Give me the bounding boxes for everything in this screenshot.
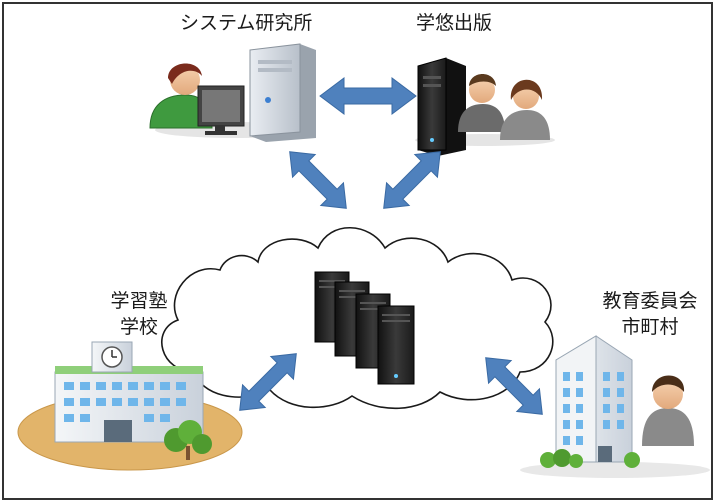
central-server-rack	[314, 271, 415, 385]
publisher-office	[415, 57, 555, 156]
person-icon	[149, 63, 213, 129]
double-arrow-icon	[289, 151, 347, 209]
board-label-line: 市町村	[621, 316, 679, 338]
person-icon	[642, 375, 694, 446]
school-building	[17, 341, 243, 471]
monitor-icon	[197, 85, 245, 135]
arrows	[239, 77, 543, 415]
school-label: 学習塾 学校	[94, 288, 184, 340]
hedge-icon	[540, 449, 640, 468]
board-office	[520, 335, 710, 478]
school-label-line: 学習塾	[110, 290, 168, 312]
person-icon	[458, 74, 505, 132]
board-label: 教育委員会 市町村	[588, 288, 712, 340]
person-icon	[500, 79, 550, 140]
double-arrow-icon	[485, 357, 543, 415]
double-arrow-icon	[239, 353, 297, 411]
system-lab-workstation	[149, 43, 316, 142]
black-server-icon	[417, 57, 466, 156]
tower-server-icon	[249, 43, 316, 142]
system-lab-label: システム研究所	[180, 12, 313, 34]
tree-icon	[164, 420, 212, 460]
double-arrow-icon	[383, 151, 441, 209]
board-label-line: 教育委員会	[602, 290, 698, 312]
double-arrow-icon	[319, 77, 417, 115]
school-label-line: 学校	[119, 316, 158, 338]
publisher-label: 学悠出版	[416, 12, 493, 34]
